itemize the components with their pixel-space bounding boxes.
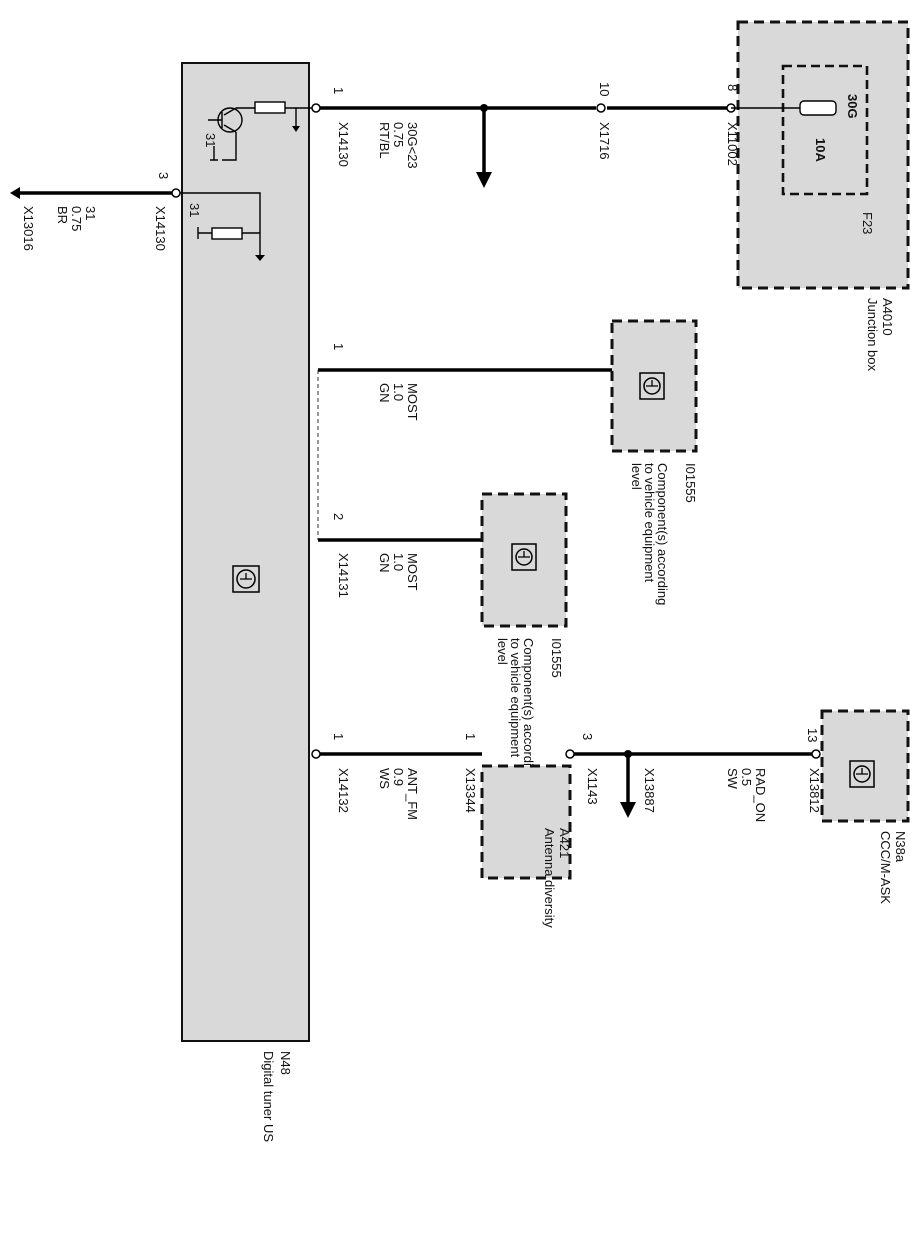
fuse-housing — [781, 64, 869, 196]
component1-module-icon — [639, 372, 665, 400]
junction-box — [736, 20, 910, 290]
ground-terminal — [10, 187, 20, 199]
tuner-id: N48 — [278, 1051, 293, 1075]
rad-on-connector-ccc: X13812 — [807, 768, 822, 813]
component2-line1: Component(s) according — [521, 638, 536, 780]
most1-pin-number: 1 — [331, 343, 346, 350]
rad-on-pin-ccc-number: 13 — [805, 728, 820, 742]
tuner-name: Digital tuner US — [261, 1051, 276, 1142]
rad-on-pin-ccc — [811, 749, 821, 759]
most1-color: GN — [377, 383, 392, 403]
component1-line3: level — [629, 463, 644, 490]
rad-on-pin-antenna — [565, 749, 575, 759]
junction-box-id: A4010 — [880, 298, 895, 336]
fuse-id: F23 — [860, 212, 875, 234]
rad-on-signal: RAD_ON — [753, 768, 768, 822]
ccc-id: N38a — [893, 831, 908, 863]
antenna-id: A421 — [557, 828, 572, 858]
most1-size: 1.0 — [391, 383, 406, 401]
rad-on-pin-antenna-number: 3 — [580, 733, 595, 740]
rad-on-branch-arrow — [620, 802, 636, 818]
component2-box — [480, 492, 568, 628]
ccc-module-icon — [849, 760, 875, 788]
ground-wire-size: 0.75 — [69, 206, 84, 231]
power-pin-tuner-number: 1 — [331, 87, 346, 94]
ground-connector: X14130 — [153, 206, 168, 251]
component2-line3: level — [495, 638, 510, 665]
component1-id: I01555 — [683, 463, 698, 503]
power-pin-jb-number: 8 — [725, 84, 740, 91]
internal-ground-label-top: 31 — [203, 133, 218, 147]
power-pin-mid — [596, 103, 606, 113]
antenna-pin-number: 1 — [463, 733, 478, 740]
most2-size: 1.0 — [391, 553, 406, 571]
fuse-rating: 10A — [813, 138, 828, 162]
power-pin-tuner — [311, 103, 321, 113]
fuse-terminal: 30G — [845, 94, 860, 119]
internal-transistor-circuit — [208, 101, 315, 161]
tuner-module-icon — [232, 565, 260, 593]
ground-wire-color: BR — [55, 206, 70, 224]
fuse-icon — [731, 100, 837, 116]
most2-color: GN — [377, 553, 392, 573]
power-wire-size: 0.75 — [391, 122, 406, 147]
antenna-pin-tuner-number: 1 — [331, 733, 346, 740]
component2-module-icon — [511, 543, 537, 571]
most1-signal: MOST — [405, 383, 420, 421]
power-connector-jb: X11002 — [725, 122, 740, 166]
antenna-name: Antenna diversity — [542, 828, 557, 928]
antenna-diversity-box — [480, 764, 572, 880]
antenna-pin-tuner — [311, 749, 321, 759]
power-connector-mid: X1716 — [597, 122, 612, 160]
antenna-wire-color: WS — [377, 768, 392, 789]
antenna-wire-signal: ANT_FM — [405, 768, 420, 820]
power-wire-color: RT/BL — [377, 122, 392, 159]
component2-id: I01555 — [549, 638, 564, 678]
rad-on-connector-antenna: X1143 — [585, 768, 600, 805]
rad-on-size: 0.5 — [739, 768, 754, 786]
ground-terminal-connector: X13016 — [21, 206, 36, 251]
tuner-body — [181, 62, 310, 1042]
component1-line1: Component(s) according — [655, 463, 670, 605]
component2-line2: to vehicle equipment — [508, 638, 523, 758]
most2-signal: MOST — [405, 553, 420, 591]
internal-ground-label-bottom: 31 — [187, 203, 202, 217]
rad-on-splice-connector: X13887 — [642, 768, 657, 813]
power-connector-tuner: X14130 — [336, 122, 351, 167]
internal-ground-resistor — [176, 192, 265, 261]
most2-connector: X14131 — [336, 553, 351, 598]
ground-wire-signal: 31 — [83, 206, 98, 220]
ccc-name: CCC/M-ASK — [878, 831, 893, 904]
ground-pin-number: 3 — [156, 172, 171, 179]
component1-line2: to vehicle equipment — [642, 463, 657, 583]
power-pin-mid-number: 10 — [597, 82, 612, 96]
antenna-connector-tuner: X14132 — [336, 768, 351, 813]
antenna-wire-size: 0.9 — [391, 768, 406, 786]
power-branch-arrow — [476, 172, 492, 188]
most2-pin-number: 2 — [331, 513, 346, 520]
junction-box-name: Junction box — [865, 298, 880, 371]
ground-pin — [171, 188, 181, 198]
rad-on-color: SW — [725, 768, 740, 790]
antenna-connector: X13344 — [463, 768, 478, 813]
power-wire-signal: 30G<23 — [405, 122, 420, 169]
